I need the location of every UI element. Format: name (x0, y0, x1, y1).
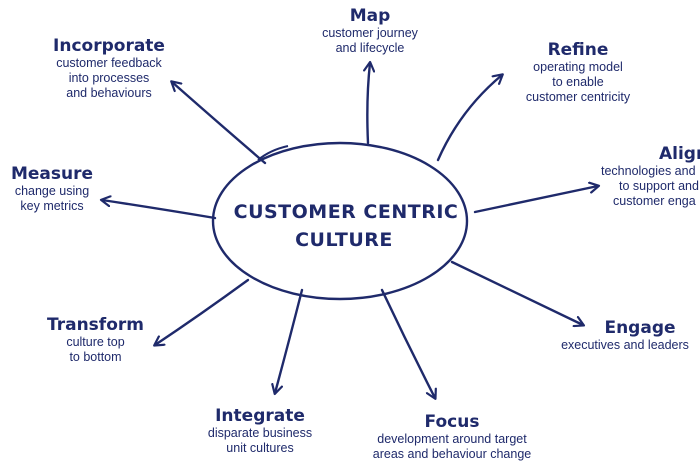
node-measure: Measure change using key metrics (2, 164, 102, 214)
node-engage: Engage executives and leaders (554, 318, 696, 353)
hub-title-line1: CUSTOMER CENTRIC (234, 201, 459, 223)
node-focus: Focus development around target areas an… (362, 412, 542, 462)
arrow-to-refine (436, 75, 502, 162)
node-refine-desc-line3: customer centricity (525, 90, 631, 104)
node-transform: Transform culture top to bottom (38, 315, 153, 365)
node-engage-title: Engage (604, 318, 676, 338)
node-focus-title: Focus (424, 412, 480, 432)
node-map-desc-line2: and lifecycle (335, 41, 405, 55)
node-integrate-desc-line1: disparate business (207, 426, 313, 440)
node-align-desc-line2: to support and (619, 179, 699, 193)
node-transform-title: Transform (47, 315, 144, 335)
node-incorporate-desc-line2: into processes (68, 71, 150, 85)
node-map-title: Map (349, 6, 391, 26)
node-transform-desc-line1: culture top (66, 335, 125, 349)
hub-title-line2: CULTURE (295, 229, 393, 251)
node-align: Align technologies and to support and cu… (601, 144, 700, 209)
hub-ellipse (211, 141, 469, 301)
arrow-to-transform (155, 278, 250, 345)
node-align-title: Align (659, 144, 700, 164)
node-focus-desc-line1: development around target (377, 432, 527, 446)
node-integrate-desc-line2: unit cultures (226, 441, 294, 455)
node-measure-title: Measure (10, 164, 94, 184)
node-incorporate-title: Incorporate (53, 36, 165, 56)
node-engage-desc-line1: executives and leaders (561, 338, 689, 352)
node-focus-desc-line2: areas and behaviour change (372, 447, 532, 461)
node-refine-title: Refine (547, 40, 609, 60)
arrow-to-measure (102, 200, 217, 220)
node-map: Map customer journey and lifecycle (300, 6, 440, 56)
arrow-to-focus (380, 288, 435, 398)
node-refine-desc-line1: operating model (533, 60, 623, 74)
node-refine-desc-line2: to enable (552, 75, 604, 89)
node-integrate: Integrate disparate business unit cultur… (195, 406, 325, 456)
arrow-to-incorporate (172, 82, 267, 165)
node-refine: Refine operating model to enable custome… (508, 40, 648, 105)
node-integrate-title: Integrate (215, 406, 305, 426)
arrow-to-map (367, 63, 370, 145)
node-incorporate-desc-line3: and behaviours (66, 86, 152, 100)
arrow-to-align (473, 186, 598, 214)
node-map-desc-line1: customer journey (322, 26, 418, 40)
node-measure-desc-line1: change using (14, 184, 90, 198)
node-incorporate-desc-line1: customer feedback (56, 56, 162, 70)
node-align-desc-line3: customer enga (613, 194, 696, 208)
node-transform-desc-line2: to bottom (69, 350, 122, 364)
arrow-to-engage (450, 260, 583, 325)
node-align-desc-line1: technologies and (601, 164, 696, 178)
arrow-to-integrate (275, 288, 304, 393)
node-incorporate: Incorporate customer feedback into proce… (44, 36, 174, 101)
node-measure-desc-line2: key metrics (20, 199, 84, 213)
